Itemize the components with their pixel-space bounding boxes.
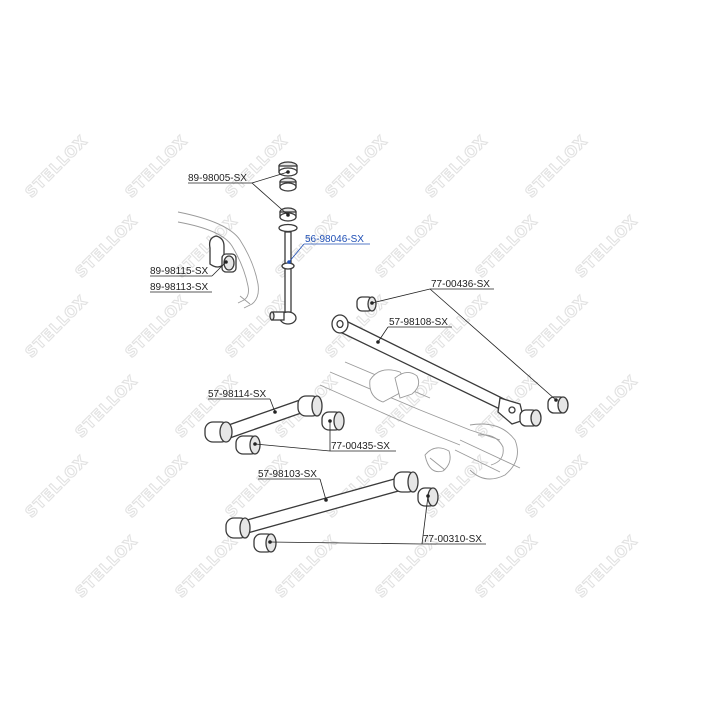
label-89-98005[interactable]: 89-98005-SX — [188, 173, 247, 184]
watermark-text: STELLOX — [72, 212, 142, 282]
watermark-text: STELLOX — [22, 132, 92, 202]
watermark-text: STELLOX — [572, 532, 642, 602]
watermark-text: STELLOX — [372, 212, 442, 282]
watermark-text: STELLOX — [172, 532, 242, 602]
watermark-text: STELLOX — [472, 532, 542, 602]
watermark-text: STELLOX — [422, 452, 492, 522]
label-77-00310[interactable]: 77-00310-SX — [423, 534, 482, 545]
watermark-text: STELLOX — [22, 452, 92, 522]
watermark-text: STELLOX — [72, 372, 142, 442]
label-77-00435[interactable]: 77-00435-SX — [331, 441, 390, 452]
watermark-text: STELLOX — [122, 292, 192, 362]
watermark-text: STELLOX — [22, 292, 92, 362]
watermark-text: STELLOX — [572, 212, 642, 282]
watermark-layer: STELLOX STELLOX STELLOX STELLOX STELLOX STELL… — [21, 131, 642, 602]
part-labels: 89-98005-SX 56-98046-SX 89-98115-SX 89-9… — [150, 173, 490, 545]
label-57-98108[interactable]: 57-98108-SX — [389, 317, 448, 328]
label-89-98115[interactable]: 89-98115-SX — [150, 266, 209, 277]
leader-lines — [150, 171, 557, 545]
label-56-98046[interactable]: 56-98046-SX — [305, 234, 364, 245]
bushings-00436 — [356, 296, 569, 414]
watermark-text: STELLOX — [72, 532, 142, 602]
label-57-98103[interactable]: 57-98103-SX — [258, 469, 317, 480]
watermark-text: STELLOX — [122, 132, 192, 202]
control-arm-98103 — [225, 471, 419, 539]
watermark-text: STELLOX — [522, 132, 592, 202]
control-arm-98108 — [331, 314, 542, 427]
watermark-text: STELLOX — [522, 452, 592, 522]
watermark-text: STELLOX — [272, 212, 342, 282]
label-57-98114[interactable]: 57-98114-SX — [208, 389, 267, 400]
watermark-text: STELLOX — [122, 452, 192, 522]
axle-housing-drawing — [319, 361, 521, 480]
watermark-text: STELLOX — [572, 372, 642, 442]
watermark-text: STELLOX — [422, 132, 492, 202]
control-arm-98114 — [204, 395, 323, 443]
stabilizer-bar-drawing — [177, 211, 259, 309]
watermark-text: STELLOX — [322, 132, 392, 202]
label-77-00436[interactable]: 77-00436-SX — [431, 279, 490, 290]
watermark-text: STELLOX — [522, 292, 592, 362]
leader-dots — [224, 170, 558, 544]
stabilizer-bushing-bracket — [208, 235, 237, 273]
watermark-text: STELLOX — [222, 292, 292, 362]
watermark-text: STELLOX — [472, 212, 542, 282]
label-89-98113[interactable]: 89-98113-SX — [150, 282, 209, 293]
